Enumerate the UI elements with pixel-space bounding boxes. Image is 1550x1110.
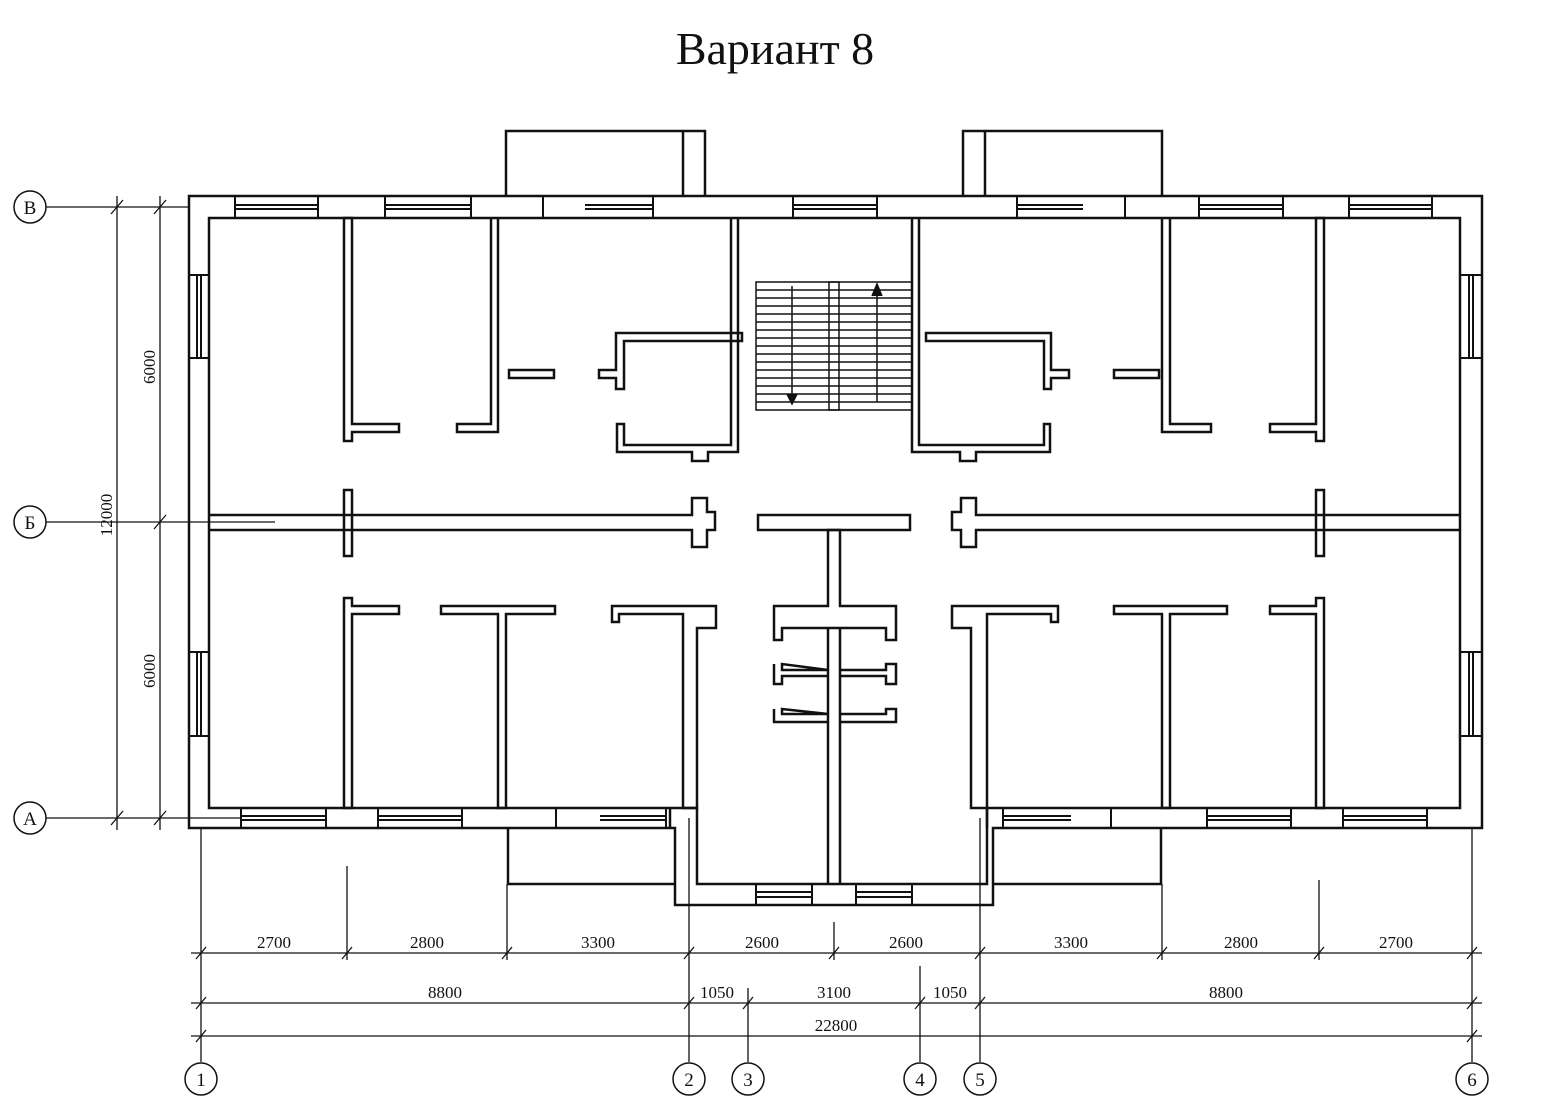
lower-left-partitions <box>342 596 718 810</box>
row-axis-bubbles <box>13 190 47 835</box>
axis-row-b: Б <box>25 513 36 534</box>
staircase <box>755 281 913 411</box>
lower-right-partitions <box>950 596 1326 810</box>
dim-row1-8: 2700 <box>1379 933 1413 952</box>
side-windows <box>188 274 1483 737</box>
balconies <box>504 129 1164 886</box>
drawing-title: Вариант 8 <box>675 23 875 74</box>
bottom-windows <box>240 807 1428 906</box>
dim-row1-4: 2600 <box>745 933 779 952</box>
corridor-walls <box>209 488 1460 558</box>
upper-left-partitions <box>342 216 744 463</box>
axis-col-3: 3 <box>743 1070 753 1091</box>
axis-col-1: 1 <box>196 1070 206 1091</box>
dim-row1-7: 2800 <box>1224 933 1258 952</box>
dim-row1-6: 3300 <box>1054 933 1088 952</box>
axis-row-v: В <box>24 198 37 219</box>
upper-right-partitions <box>910 216 1326 463</box>
dim-row2-2: 1050 <box>700 983 734 1002</box>
vertical-dimensions <box>45 196 275 830</box>
top-windows <box>234 195 1433 219</box>
dim-total: 22800 <box>815 1016 858 1035</box>
dim-row2-3: 3100 <box>817 983 851 1002</box>
dim-row2-4: 1050 <box>933 983 967 1002</box>
axis-row-a: А <box>23 809 37 830</box>
axis-col-4: 4 <box>915 1070 925 1091</box>
axis-col-5: 5 <box>975 1070 985 1091</box>
central-block <box>772 528 898 884</box>
dim-row1-3: 3300 <box>581 933 615 952</box>
dim-row1-2: 2800 <box>410 933 444 952</box>
dim-row1-1: 2700 <box>257 933 291 952</box>
dim-row2-5: 8800 <box>1209 983 1243 1002</box>
horizontal-dimensions <box>191 818 1482 1062</box>
dim-vertical-upper: 6000 <box>140 350 159 384</box>
dim-row2-1: 8800 <box>428 983 462 1002</box>
dim-vertical-lower: 6000 <box>140 654 159 688</box>
axis-col-2: 2 <box>684 1070 694 1091</box>
column-axis-bubbles <box>184 1062 1489 1096</box>
outer-walls <box>187 194 1484 907</box>
dim-vertical-total: 12000 <box>97 494 116 537</box>
axis-col-6: 6 <box>1467 1070 1477 1091</box>
dim-row1-5: 2600 <box>889 933 923 952</box>
